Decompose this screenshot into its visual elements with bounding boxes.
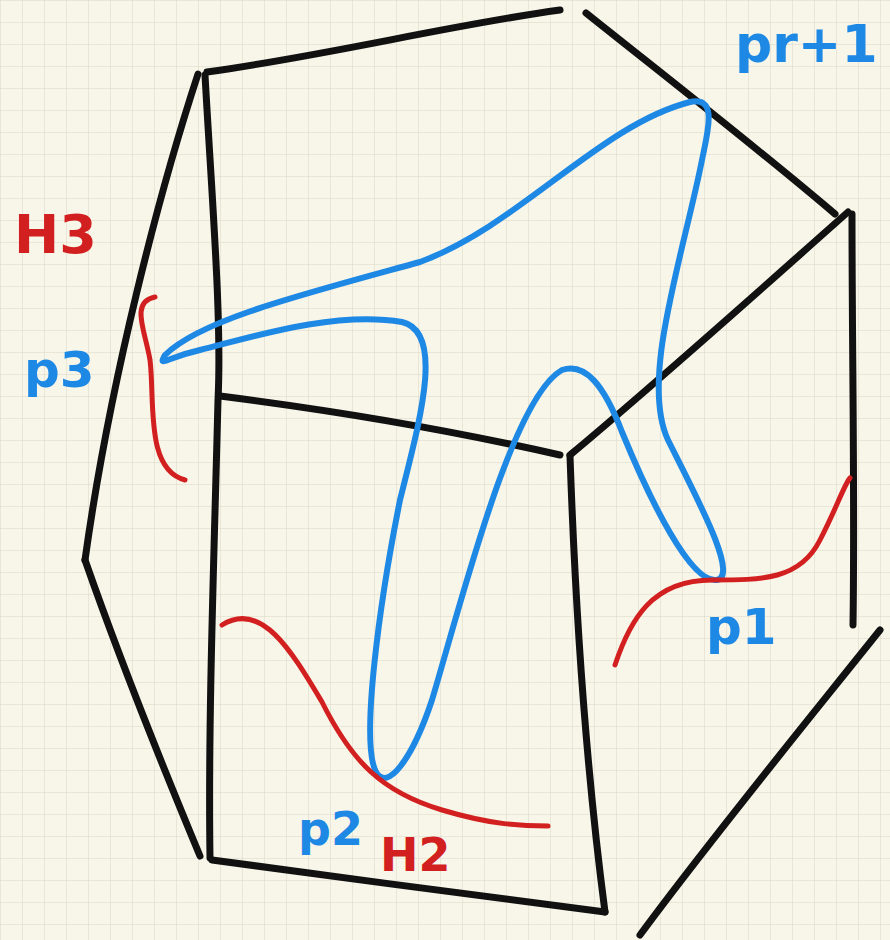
edge xyxy=(570,456,605,912)
edge xyxy=(852,214,854,625)
hyperplane-curve xyxy=(222,619,548,826)
red-curves xyxy=(141,297,850,826)
point-label: pr+1 xyxy=(735,18,878,70)
point-label: p3 xyxy=(24,345,95,395)
edge xyxy=(85,74,198,560)
edge xyxy=(85,560,200,856)
point-label: H2 xyxy=(380,832,451,878)
point-label: H3 xyxy=(14,208,97,262)
edge xyxy=(640,630,880,935)
edge xyxy=(570,212,848,455)
edge xyxy=(205,75,219,858)
edge xyxy=(207,10,560,72)
hyperplane-bracket xyxy=(141,297,185,480)
polytope xyxy=(85,10,880,935)
hyperplane-curve xyxy=(615,478,850,665)
edge xyxy=(220,396,560,455)
point-label: p1 xyxy=(706,602,777,652)
boundary-loop xyxy=(163,101,724,778)
point-label: p2 xyxy=(298,806,363,852)
